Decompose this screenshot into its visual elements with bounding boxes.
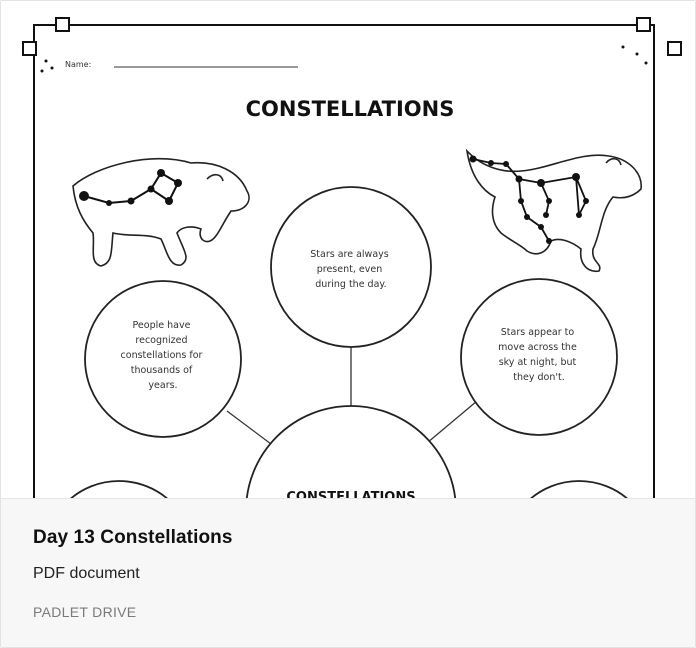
name-label: Name: <box>65 60 91 69</box>
bear-illustration-right <box>465 148 642 273</box>
worksheet-thumbnail: Name: CONSTELLATIONS <box>22 17 682 498</box>
star-dots-icon <box>40 45 648 73</box>
attachment-type: PDF document <box>33 565 140 582</box>
corner-square-icon <box>636 17 651 32</box>
constellation-great-bear <box>469 155 589 244</box>
bubble-bottom-right <box>530 480 628 498</box>
constellation-big-dipper <box>79 169 182 206</box>
bubble-right-text: Stars appear to move across the sky at n… <box>498 327 580 383</box>
pdf-preview[interactable]: Name: CONSTELLATIONS <box>1 1 695 499</box>
bubble-bottom-left <box>70 480 168 498</box>
corner-square-icon <box>55 17 70 32</box>
bubble-left <box>84 280 242 438</box>
worksheet-heading: CONSTELLATIONS <box>246 97 455 121</box>
corner-square-icon <box>667 41 682 56</box>
corner-square-icon <box>22 41 37 56</box>
bubble-right <box>460 278 618 436</box>
bubble-center <box>245 405 457 498</box>
bubble-top-text: Stars are always present, even during th… <box>310 249 392 290</box>
bubble-left-text: People have recognized constellations fo… <box>121 320 206 391</box>
center-label: CONSTELLATIONS <box>286 490 415 498</box>
attachment-title[interactable]: Day 13 Constellations <box>33 527 233 548</box>
attachment-source: PADLET DRIVE <box>33 604 137 620</box>
worksheet-border <box>33 24 655 498</box>
attachment-meta <box>1 499 695 647</box>
bear-illustration-left <box>72 157 250 267</box>
bubble-top <box>270 186 432 348</box>
